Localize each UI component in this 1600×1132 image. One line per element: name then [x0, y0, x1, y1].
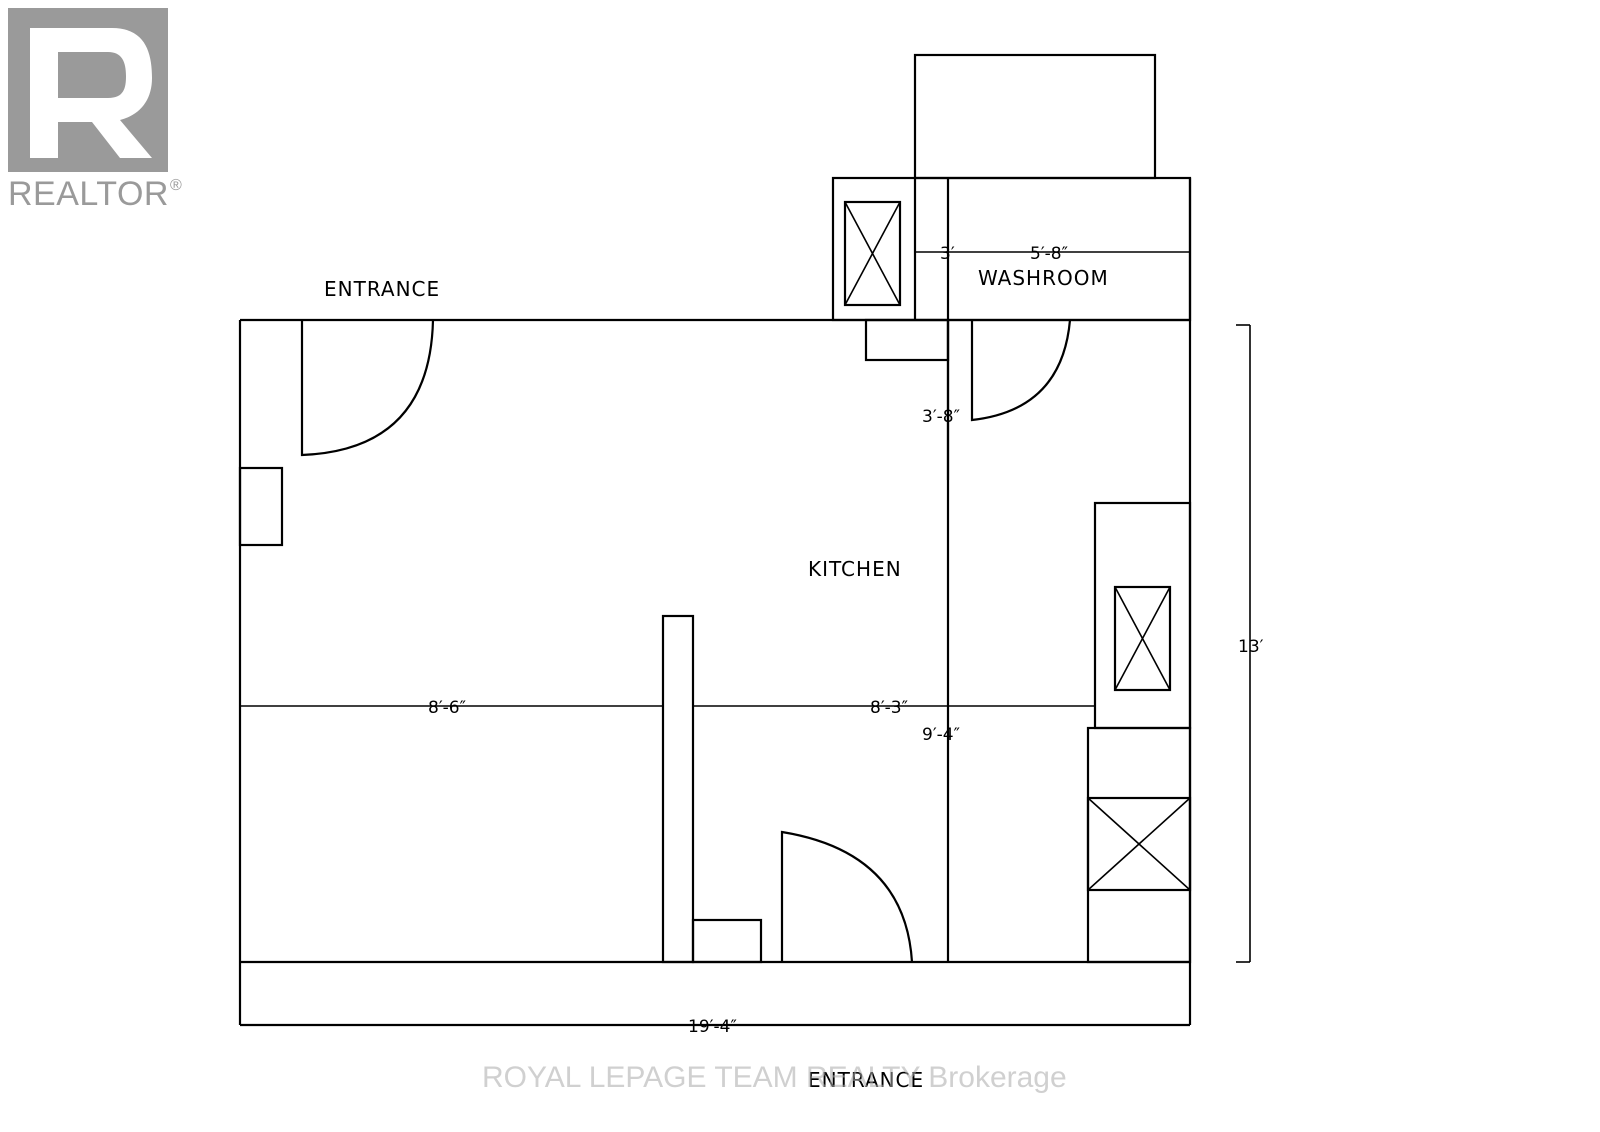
- realtor-logo-text: REALTOR: [8, 175, 169, 213]
- washroom-block: [831, 53, 1192, 505]
- dim-left-room-width: 8′-6″: [428, 698, 466, 718]
- interior-column: [661, 614, 695, 964]
- dim-washroom-door: 3′-8″: [922, 407, 960, 427]
- dim-kitchen-width: 8′-3″: [870, 698, 908, 718]
- dim-overall-height: 13′: [1238, 637, 1264, 657]
- interior-small-cabinet: [691, 918, 763, 964]
- washroom-fixture: [843, 200, 902, 307]
- washroom-outline: [831, 176, 1192, 322]
- washroom-door-swing: [970, 319, 1072, 422]
- entrance-label-bottom: ENTRANCE: [808, 1068, 924, 1092]
- entrance-label-top: ENTRANCE: [324, 277, 440, 301]
- washroom-label: WASHROOM: [978, 266, 1109, 290]
- realtor-logo: REALTOR ®: [8, 8, 182, 213]
- washroom-extension: [913, 53, 1157, 180]
- entrance-door-swing-top: [300, 319, 435, 457]
- outer-walls: [238, 178, 1192, 1027]
- interior-door-swing-bottom: [780, 830, 914, 963]
- fridge-fixture: [1086, 796, 1192, 892]
- dim-washroom-width: 5′-8″: [1030, 244, 1068, 264]
- dim-washroom-left: 3′: [940, 244, 955, 264]
- overall-height-dimension: [1236, 324, 1251, 963]
- realtor-r-icon: [30, 28, 152, 158]
- brokerage-watermark: ROYAL LEPAGE TEAM REALTY Brokerage: [482, 1061, 1067, 1094]
- stove-fixture: [1113, 585, 1172, 692]
- realtor-logo-mark: ®: [170, 177, 182, 194]
- dim-kitchen-depth: 9′-4″: [922, 725, 960, 745]
- kitchen-label: KITCHEN: [808, 557, 902, 581]
- washroom-sink: [864, 318, 950, 362]
- dim-overall-width: 19′-4″: [688, 1017, 737, 1037]
- left-wall-fixture: [238, 466, 284, 547]
- kitchen-counter: [1086, 501, 1192, 964]
